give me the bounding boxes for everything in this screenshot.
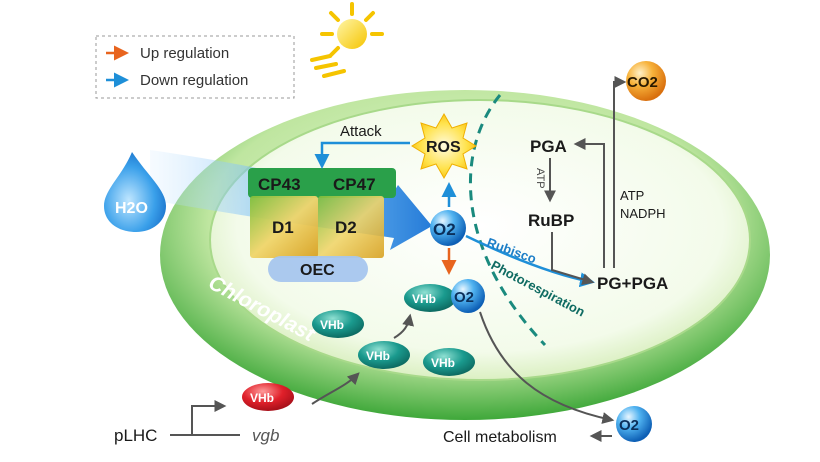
vhb-red-label: VHb [250, 391, 274, 405]
h2o-label: H2O [115, 200, 148, 217]
co2-ball: CO2 [626, 61, 666, 101]
promoter-arrow [191, 400, 227, 435]
vhb-label-3: VHb [431, 356, 455, 370]
stroma-boundary [469, 94, 547, 347]
attack-arrow [314, 141, 410, 169]
vhb-binds-o2-arrow [393, 313, 414, 339]
cell-metabolism-label: Cell metabolism [443, 429, 557, 446]
vhb-red: VHb [242, 383, 294, 411]
legend-down-label: Down regulation [140, 72, 248, 89]
water-drop-icon: H2O [104, 152, 166, 232]
legend-up-label: Up regulation [140, 45, 229, 62]
attack-label: Attack [340, 123, 382, 140]
pgpga-to-pga-arrow [573, 138, 605, 268]
vhb-teal-2: VHb [358, 341, 410, 369]
photosystem-complex: CP43 CP47 D1 D2 OEC [248, 168, 396, 282]
plhc-label: pLHC [114, 426, 157, 445]
vhb-o2-complex: VHb O2 [404, 279, 485, 313]
vhb-teal-1: VHb [312, 310, 364, 338]
legend-box: Up regulation Down regulation [95, 35, 295, 99]
o2-cell-ball: O2 [616, 406, 652, 442]
vhb-teal-3: VHb [423, 348, 475, 376]
ros-label: ROS [426, 139, 461, 156]
o2-main-ball: O2 [430, 210, 466, 246]
pg-pga-label: PG+PGA [597, 274, 668, 293]
o2-bound-label: O2 [454, 289, 474, 306]
vhb-import-arrow [311, 372, 360, 405]
sun-icon [310, 2, 384, 78]
d1-label: D1 [272, 218, 294, 237]
o2-main-label: O2 [433, 220, 456, 239]
atp-small-label: ATP [534, 168, 546, 189]
vhb-bound-label: VHb [412, 292, 436, 306]
o2-cell-label: O2 [619, 417, 639, 434]
o2-release-arrow [479, 311, 615, 424]
co2-label: CO2 [627, 74, 658, 91]
atp-label: ATP [620, 188, 644, 203]
vhb-label-2: VHb [366, 349, 390, 363]
pga-label: PGA [530, 137, 567, 156]
ros-star-icon: ROS [411, 112, 477, 180]
rubp-label: RuBP [528, 211, 574, 230]
vhb-label-1: VHb [320, 318, 344, 332]
cp43-label: CP43 [258, 175, 301, 194]
rubp-to-pgpga-arrow [551, 232, 595, 285]
vgb-label: vgb [252, 426, 279, 445]
d2-label: D2 [335, 218, 357, 237]
oec-label: OEC [300, 262, 335, 279]
cp47-label: CP47 [333, 175, 376, 194]
to-co2-arrow [613, 76, 627, 268]
nadph-label: NADPH [620, 206, 666, 221]
